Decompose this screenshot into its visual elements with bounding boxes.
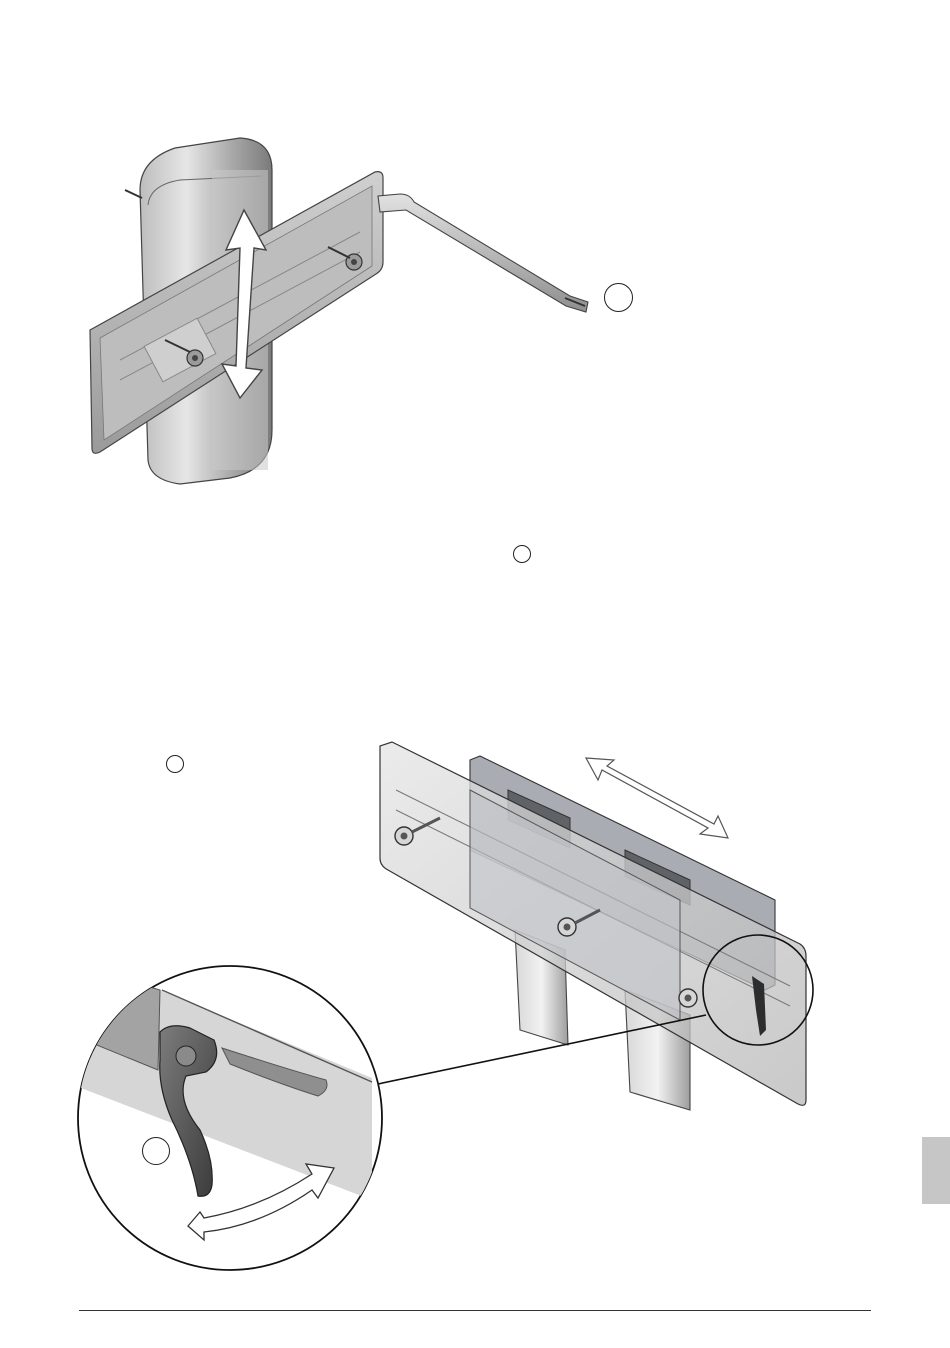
footer-rule [79, 1310, 871, 1311]
chapter-side-tab [922, 1137, 950, 1204]
callout-lever-circle [142, 1137, 170, 1165]
front-plate [380, 742, 806, 1105]
